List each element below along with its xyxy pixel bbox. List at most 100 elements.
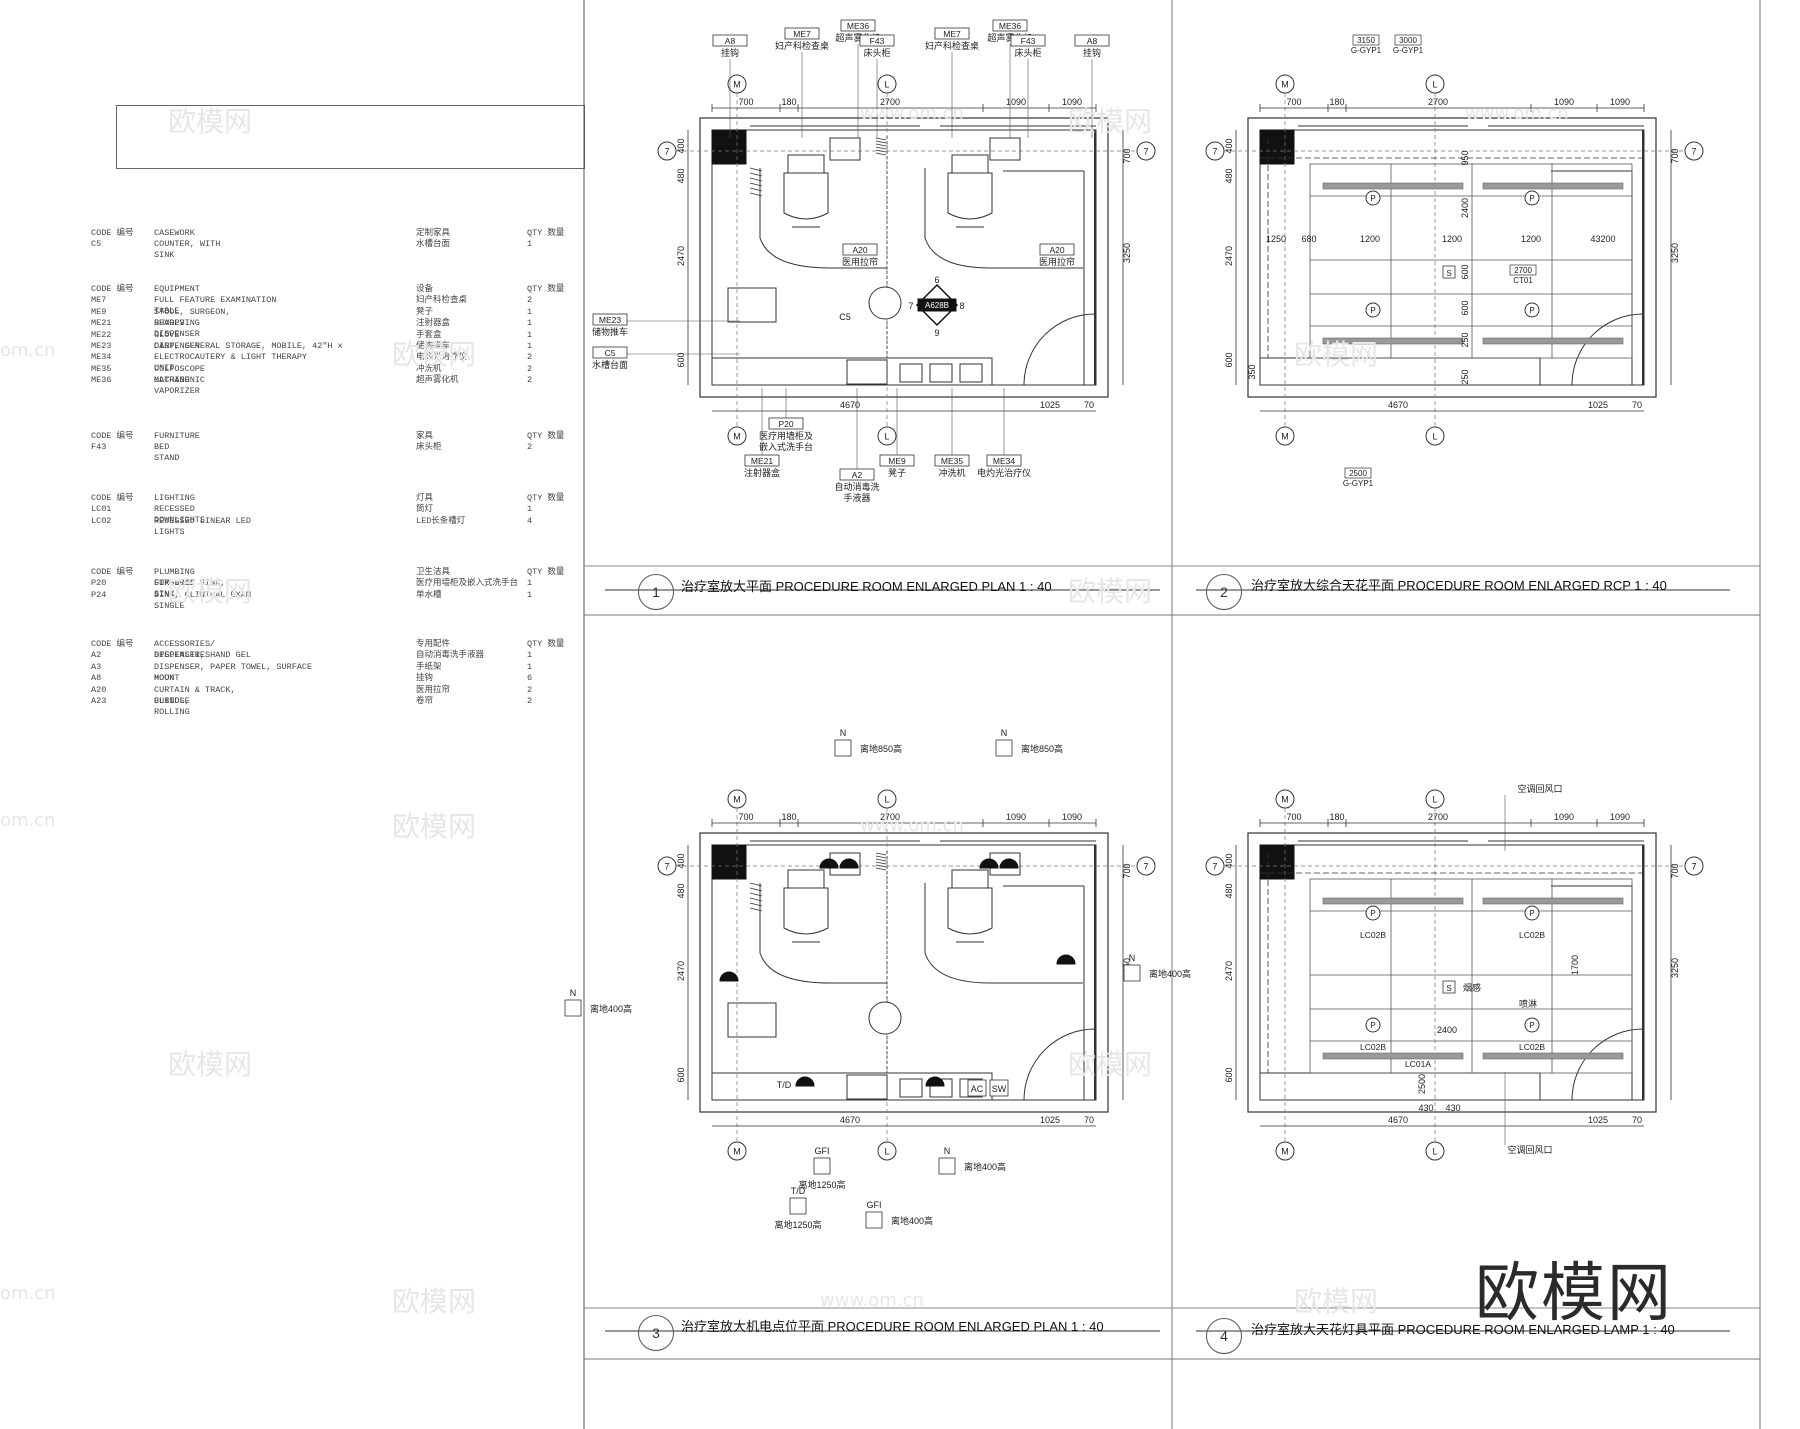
watermark: 欧模网	[168, 575, 253, 608]
curtain-track	[759, 168, 887, 269]
tag-caption: 床头柜	[1014, 47, 1041, 58]
watermark: 欧模网	[168, 1048, 253, 1081]
grid-label: 7	[1212, 862, 1217, 872]
tag-caption: 超声雾化机	[835, 32, 880, 43]
drawing-number-2: 2	[1206, 574, 1242, 610]
watermark-url: www.om.cn	[1465, 103, 1569, 124]
schedule-qty: 1	[527, 329, 533, 340]
dimension-label: 70	[1084, 400, 1094, 410]
schedule-cn: 手纸架	[416, 661, 442, 672]
equipment-tag: F43	[1021, 36, 1036, 46]
drawing-number-1: 1	[638, 574, 674, 610]
plan-line	[749, 192, 763, 197]
exam-table	[947, 887, 993, 935]
equipment-box	[929, 363, 953, 383]
schedule-code: ME7	[91, 295, 107, 306]
grid-label: 7	[1691, 147, 1696, 157]
dimension-label: 950	[1460, 150, 1470, 165]
tag-box	[1010, 34, 1046, 47]
tag-box	[784, 27, 820, 40]
plan-line	[749, 907, 763, 912]
ac-switch	[967, 1079, 987, 1097]
sw-switch	[989, 1079, 1009, 1097]
schedule-cn: 挂钩	[416, 673, 434, 684]
schedule-qty: QTY 数量	[527, 228, 565, 238]
tag-caption: 电灼光治疗仪	[977, 467, 1031, 478]
outlet-type: GFI	[815, 1146, 830, 1156]
schedule-qty: 1	[527, 650, 533, 661]
dimension-label: 4670	[840, 400, 860, 410]
dimension-label: 2400	[1437, 1025, 1457, 1035]
dimension-label: 2500	[1417, 1074, 1427, 1094]
drawing-title-3: 治疗室放大机电点位平面 PROCEDURE ROOM ENLARGED PLAN…	[681, 1319, 1104, 1334]
schedule-code: CODE 编号	[91, 431, 134, 441]
switch-label: SW	[992, 1084, 1007, 1094]
tag-caption: 超声雾化机	[987, 32, 1032, 43]
counter-tag: C5	[605, 348, 616, 358]
downlight	[1524, 905, 1540, 921]
downlight-label: P	[1529, 194, 1534, 203]
schedule-cn: 设备	[416, 284, 434, 294]
equipment-box	[899, 1078, 923, 1098]
storage-cart	[727, 1002, 777, 1038]
schedule-code: ME22	[91, 329, 112, 340]
schedule-code: ME21	[91, 318, 112, 329]
outlet-box	[834, 739, 852, 757]
schedule-desc: FULL FEATURE EXAMINATION TABLE	[154, 295, 277, 317]
plan-line	[875, 855, 887, 859]
equipment-tag: ME7	[793, 29, 811, 39]
return-air-label: 空调回风口	[1517, 783, 1562, 794]
stool	[868, 1001, 902, 1035]
schedule-qty: 1	[527, 504, 533, 515]
schedule-qty: QTY 数量	[527, 493, 565, 503]
dimension-label: 1025	[1588, 400, 1608, 410]
exam-table	[783, 887, 829, 935]
elevation-label: 7	[908, 301, 913, 311]
watermark-url: om.cn	[0, 1283, 56, 1304]
schedule-desc: HOOK	[154, 673, 175, 684]
curtain-tag: A20	[1049, 245, 1064, 255]
schedule-cn: 卷帘	[416, 696, 434, 706]
drawing-title-2: 治疗室放大综合天花平面 PROCEDURE ROOM ENLARGED RCP …	[1251, 578, 1667, 593]
door-swing	[1023, 1028, 1096, 1101]
sink	[846, 1074, 888, 1100]
schedule-desc: RECESSED LINEAR LED LIGHTS	[154, 515, 251, 537]
outlet-symbol	[795, 1076, 815, 1087]
schedule-qty: 4	[527, 515, 533, 526]
outlet-height-note: 离地400高	[964, 1161, 1006, 1172]
ceiling-material: G-GYP1	[1343, 479, 1374, 488]
outlet-box	[1123, 964, 1141, 982]
outlet-type: N	[570, 988, 577, 998]
grid-label: M	[1281, 432, 1289, 442]
grid-label: M	[733, 80, 741, 90]
sprinkler-label: 喷淋	[1519, 998, 1537, 1009]
schedule-qty: 6	[527, 673, 533, 684]
outlet-height-note: 离地400高	[590, 1003, 632, 1014]
tag-box	[992, 19, 1028, 32]
equipment-tag: ME9	[888, 456, 906, 466]
dimension-label: 2470	[1224, 246, 1234, 266]
tag-box	[712, 34, 748, 47]
switch-label: AC	[971, 1084, 984, 1094]
dimension-label: 1200	[1442, 234, 1462, 244]
grid-label: L	[1432, 80, 1437, 90]
door-swing	[1023, 313, 1096, 386]
dimension-label: 1090	[1006, 812, 1026, 822]
schedule-code: P24	[91, 589, 107, 600]
dimension-label: 400	[676, 138, 686, 153]
tag-caption: 水槽台面	[592, 359, 628, 370]
plan-line	[875, 137, 887, 141]
downlight-label: P	[1370, 909, 1375, 918]
tag-caption: 挂钩	[721, 47, 739, 58]
grid-label: 7	[664, 862, 669, 872]
outlet-type: N	[1001, 728, 1008, 738]
room-outline	[1247, 832, 1657, 1113]
watermark: 欧模网	[392, 810, 477, 843]
schedule-desc: DISPENSER, HAND GEL	[154, 650, 251, 661]
plan-line	[875, 861, 887, 865]
schedule-cn: 定制家具	[416, 228, 451, 238]
switch-label: T/D	[777, 1080, 792, 1090]
exam-table-head	[951, 869, 989, 889]
